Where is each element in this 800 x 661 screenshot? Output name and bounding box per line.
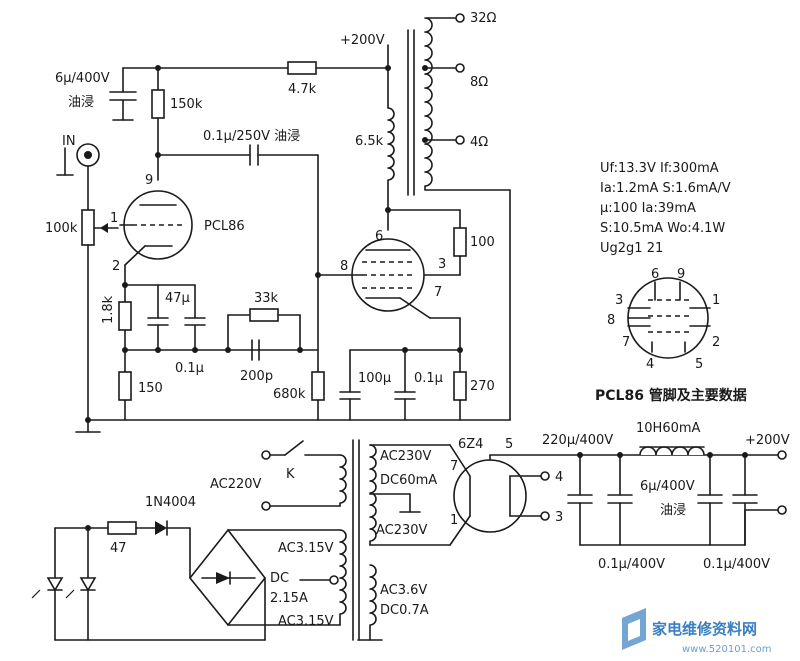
input-cap-label: 220μ/400V bbox=[542, 433, 613, 448]
pin-9-label: 9 bbox=[145, 173, 153, 188]
psu-output-label: +200V bbox=[745, 433, 790, 448]
aux-dc-label: DC0.7A bbox=[380, 603, 429, 618]
spec-line-2: Ia:1.2mA S:1.6mA/V bbox=[600, 181, 731, 196]
rectifier-pin-7: 7 bbox=[450, 459, 458, 474]
ht-a-label: AC230V bbox=[380, 449, 432, 464]
spec-line-4: S:10.5mA Wo:4.1W bbox=[600, 221, 725, 236]
pin-3-label: 3 bbox=[438, 257, 446, 272]
pin-2-label: 2 bbox=[112, 259, 120, 274]
spec-line-1: Uf:13.3V If:300mA bbox=[600, 161, 719, 176]
tube-label: PCL86 bbox=[204, 219, 245, 234]
spec-line-3: μ:100 Ia:39mA bbox=[600, 201, 696, 216]
mid-cap-note: 油浸 bbox=[660, 503, 686, 518]
led-resistor-label: 47 bbox=[110, 541, 127, 556]
pentode-cathode-resistor-label: 270 bbox=[470, 379, 495, 394]
feedback-resistor-label: 33k bbox=[254, 291, 279, 306]
pinout-pin-7: 7 bbox=[622, 335, 630, 350]
watermark-url: www.520101.com bbox=[682, 644, 772, 655]
pinout-pin-6: 6 bbox=[651, 267, 659, 282]
feedback-cap-label: 200p bbox=[240, 369, 273, 384]
watermark-text: 家电维修资料网 bbox=[652, 620, 757, 638]
power-supply-circuit bbox=[31, 439, 787, 641]
volume-pot-label: 100k bbox=[45, 221, 78, 236]
amplifier-circuit bbox=[56, 13, 511, 433]
rectifier-pin-3: 3 bbox=[555, 510, 563, 525]
mains-label: AC220V bbox=[210, 477, 262, 492]
small-cap-b-label: 0.1μ/400V bbox=[703, 557, 770, 572]
heater-dc-label: DC bbox=[270, 571, 289, 586]
pinout-diagram bbox=[627, 277, 711, 359]
pinout-caption: PCL86 管脚及主要数据 bbox=[595, 387, 747, 404]
coupling-cap-label: 0.1μ/250V 油浸 bbox=[203, 129, 300, 144]
ht-dc-label: DC60mA bbox=[380, 473, 437, 488]
small-cap-a-label: 0.1μ/400V bbox=[598, 557, 665, 572]
pin-7-label: 7 bbox=[434, 285, 442, 300]
rectifier-tube-label: 6Z4 bbox=[458, 437, 483, 452]
pinout-pin-8: 8 bbox=[607, 313, 615, 328]
filter-cap-note: 油浸 bbox=[68, 95, 94, 110]
heater-ac-b-label: AC3.15V bbox=[278, 614, 334, 629]
heater-ac-label: AC3.15V bbox=[278, 541, 334, 556]
tap-8-label: 8Ω bbox=[470, 75, 488, 90]
input-label: IN bbox=[62, 134, 76, 149]
cathode-cap-b-label: 0.1μ bbox=[175, 361, 204, 376]
pinout-pin-2: 2 bbox=[712, 335, 720, 350]
led-diode-label: 1N4004 bbox=[145, 495, 196, 510]
pinout-pin-3: 3 bbox=[615, 293, 623, 308]
dropper-resistor-label: 4.7k bbox=[288, 82, 317, 97]
triode-low-resistor-label: 150 bbox=[138, 381, 163, 396]
cathode-resistor-label: 1.8k bbox=[101, 295, 116, 324]
filter-cap-label: 6μ/400V bbox=[55, 71, 110, 86]
pinout-pin-5: 5 bbox=[695, 357, 703, 372]
psu-choke-label: 10H60mA bbox=[636, 421, 701, 436]
tap-4-label: 4Ω bbox=[470, 135, 488, 150]
pinout-pin-4: 4 bbox=[646, 357, 654, 372]
switch-label: K bbox=[286, 467, 295, 482]
screen-resistor-label: 100 bbox=[470, 235, 495, 250]
spec-line-5: Ug2g1 21 bbox=[600, 241, 663, 256]
pin-8-label: 8 bbox=[340, 259, 348, 274]
tap-32-label: 32Ω bbox=[470, 11, 497, 26]
grid-resistor-label: 680k bbox=[273, 387, 306, 402]
mid-cap-label: 6μ/400V bbox=[640, 479, 695, 494]
b-plus-label: +200V bbox=[340, 33, 385, 48]
pentode-cap-b-label: 0.1μ bbox=[414, 371, 443, 386]
watermark-logo bbox=[622, 608, 646, 650]
plate-resistor-label: 150k bbox=[170, 97, 203, 112]
aux-ac-label: AC3.6V bbox=[380, 583, 427, 598]
heater-dc-current: 2.15A bbox=[270, 591, 308, 606]
choke-label: 6.5k bbox=[355, 134, 384, 149]
rectifier-pin-4: 4 bbox=[555, 470, 563, 485]
pentode-cap-a-label: 100μ bbox=[358, 371, 391, 386]
cathode-cap-label: 47μ bbox=[165, 291, 190, 306]
pin-6-label: 6 bbox=[375, 229, 383, 244]
pinout-pin-1: 1 bbox=[712, 293, 720, 308]
pin-1-label: 1 bbox=[110, 211, 118, 226]
pinout-pin-9: 9 bbox=[677, 267, 685, 282]
rectifier-pin-1: 1 bbox=[450, 513, 458, 528]
ht-b-label: AC230V bbox=[376, 523, 428, 538]
rectifier-pin-5: 5 bbox=[505, 437, 513, 452]
